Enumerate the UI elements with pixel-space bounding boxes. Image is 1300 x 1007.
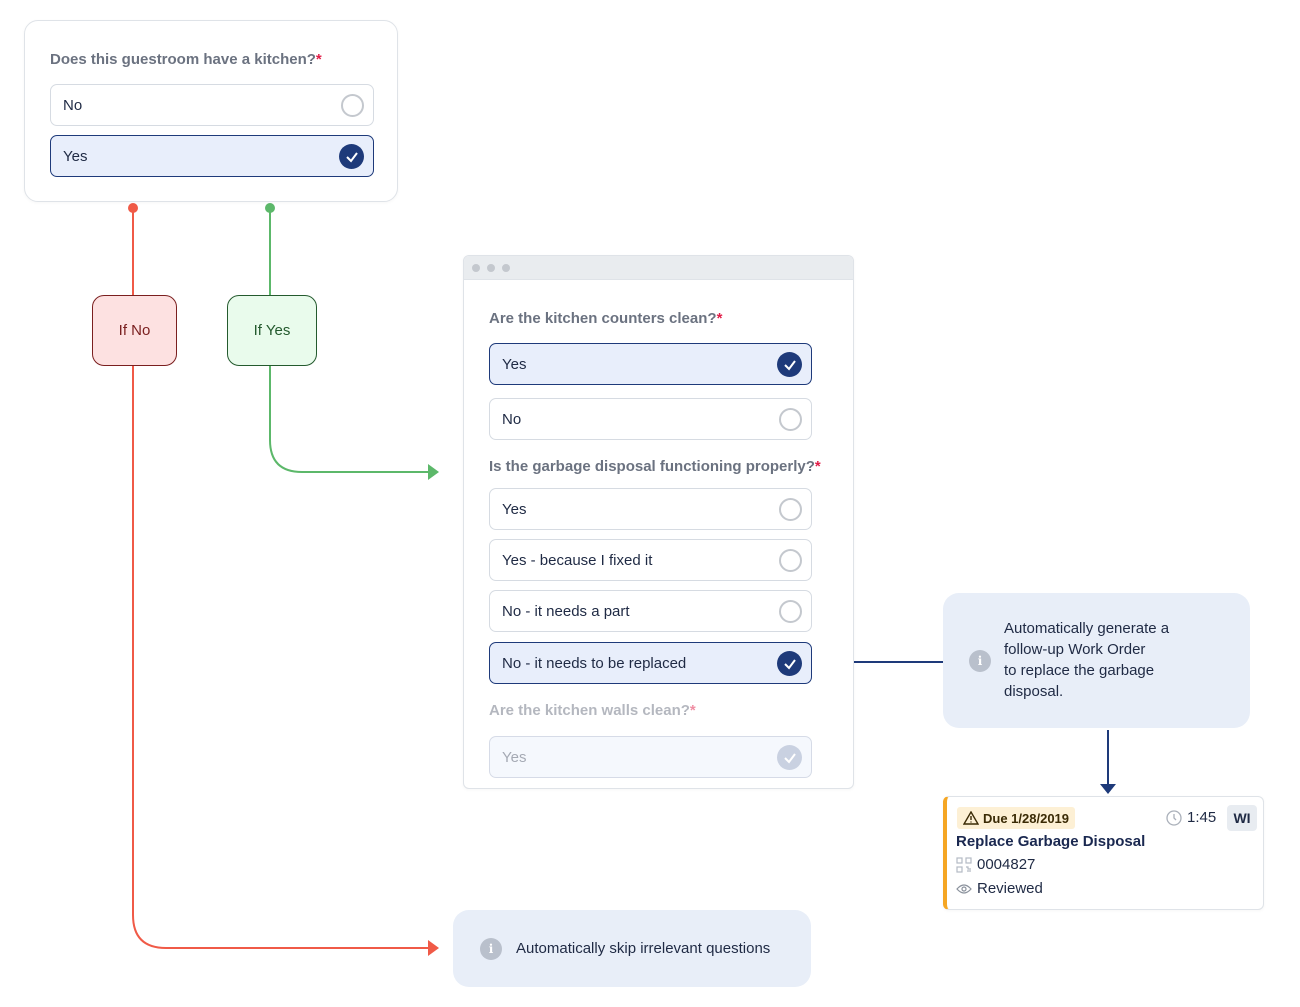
work-order-title: Replace Garbage Disposal bbox=[956, 833, 1146, 850]
option[interactable]: Yes bbox=[489, 736, 812, 778]
question-label: Is the garbage disposal functioning prop… bbox=[489, 458, 821, 475]
info-icon: i bbox=[480, 938, 502, 960]
work-order-number: 0004827 bbox=[956, 856, 1035, 873]
radio-unchecked-icon bbox=[341, 94, 364, 117]
form-panel: Are the kitchen counters clean?* Yes No … bbox=[463, 255, 854, 789]
qr-code-icon bbox=[956, 856, 972, 873]
yes-branch-line bbox=[265, 203, 439, 480]
due-badge: Due 1/28/2019 bbox=[957, 807, 1076, 829]
option[interactable]: No bbox=[489, 398, 812, 440]
window-titlebar bbox=[464, 256, 853, 280]
info-text: Automatically generate a follow-up Work … bbox=[1004, 620, 1170, 700]
warning-icon bbox=[963, 811, 979, 825]
question-label: Does this guestroom have a kitchen?* bbox=[50, 51, 322, 68]
if-no-condition: If No bbox=[92, 295, 177, 366]
clock-icon bbox=[1166, 809, 1182, 826]
work-order-info-box: i Automatically generate a follow-up Wor… bbox=[943, 593, 1250, 728]
radio-unchecked-icon bbox=[779, 498, 802, 521]
option-no[interactable]: No bbox=[50, 84, 374, 126]
if-yes-condition: If Yes bbox=[227, 295, 317, 366]
info-icon: i bbox=[969, 650, 991, 672]
option[interactable]: Yes bbox=[489, 488, 812, 530]
radio-unchecked-icon bbox=[779, 549, 802, 572]
time-estimate: 1:45 bbox=[1166, 809, 1216, 826]
work-order-card[interactable]: Due 1/28/2019 1:45 WI Replace Garbage Di… bbox=[943, 796, 1264, 910]
kitchen-question-card: Does this guestroom have a kitchen?* No … bbox=[24, 20, 398, 202]
assignee-badge: WI bbox=[1227, 805, 1257, 831]
check-icon bbox=[777, 352, 802, 377]
no-branch-line bbox=[128, 203, 439, 956]
radio-unchecked-icon bbox=[779, 408, 802, 431]
check-icon bbox=[339, 144, 364, 169]
option[interactable]: Yes bbox=[489, 343, 812, 385]
question-label: Are the kitchen counters clean?* bbox=[489, 310, 723, 327]
option-yes[interactable]: Yes bbox=[50, 135, 374, 177]
skip-info-box: i Automatically skip irrelevant question… bbox=[453, 910, 811, 987]
question-label: Are the kitchen walls clean?* bbox=[489, 702, 696, 719]
info-text: Automatically skip irrelevant questions bbox=[516, 940, 771, 957]
check-icon bbox=[777, 745, 802, 770]
radio-unchecked-icon bbox=[779, 600, 802, 623]
eye-icon bbox=[956, 883, 972, 894]
option[interactable]: Yes - because I fixed it bbox=[489, 539, 812, 581]
option[interactable]: No - it needs a part bbox=[489, 590, 812, 632]
option[interactable]: No - it needs to be replaced bbox=[489, 642, 812, 684]
work-order-status: Reviewed bbox=[956, 880, 1043, 897]
check-icon bbox=[777, 651, 802, 676]
